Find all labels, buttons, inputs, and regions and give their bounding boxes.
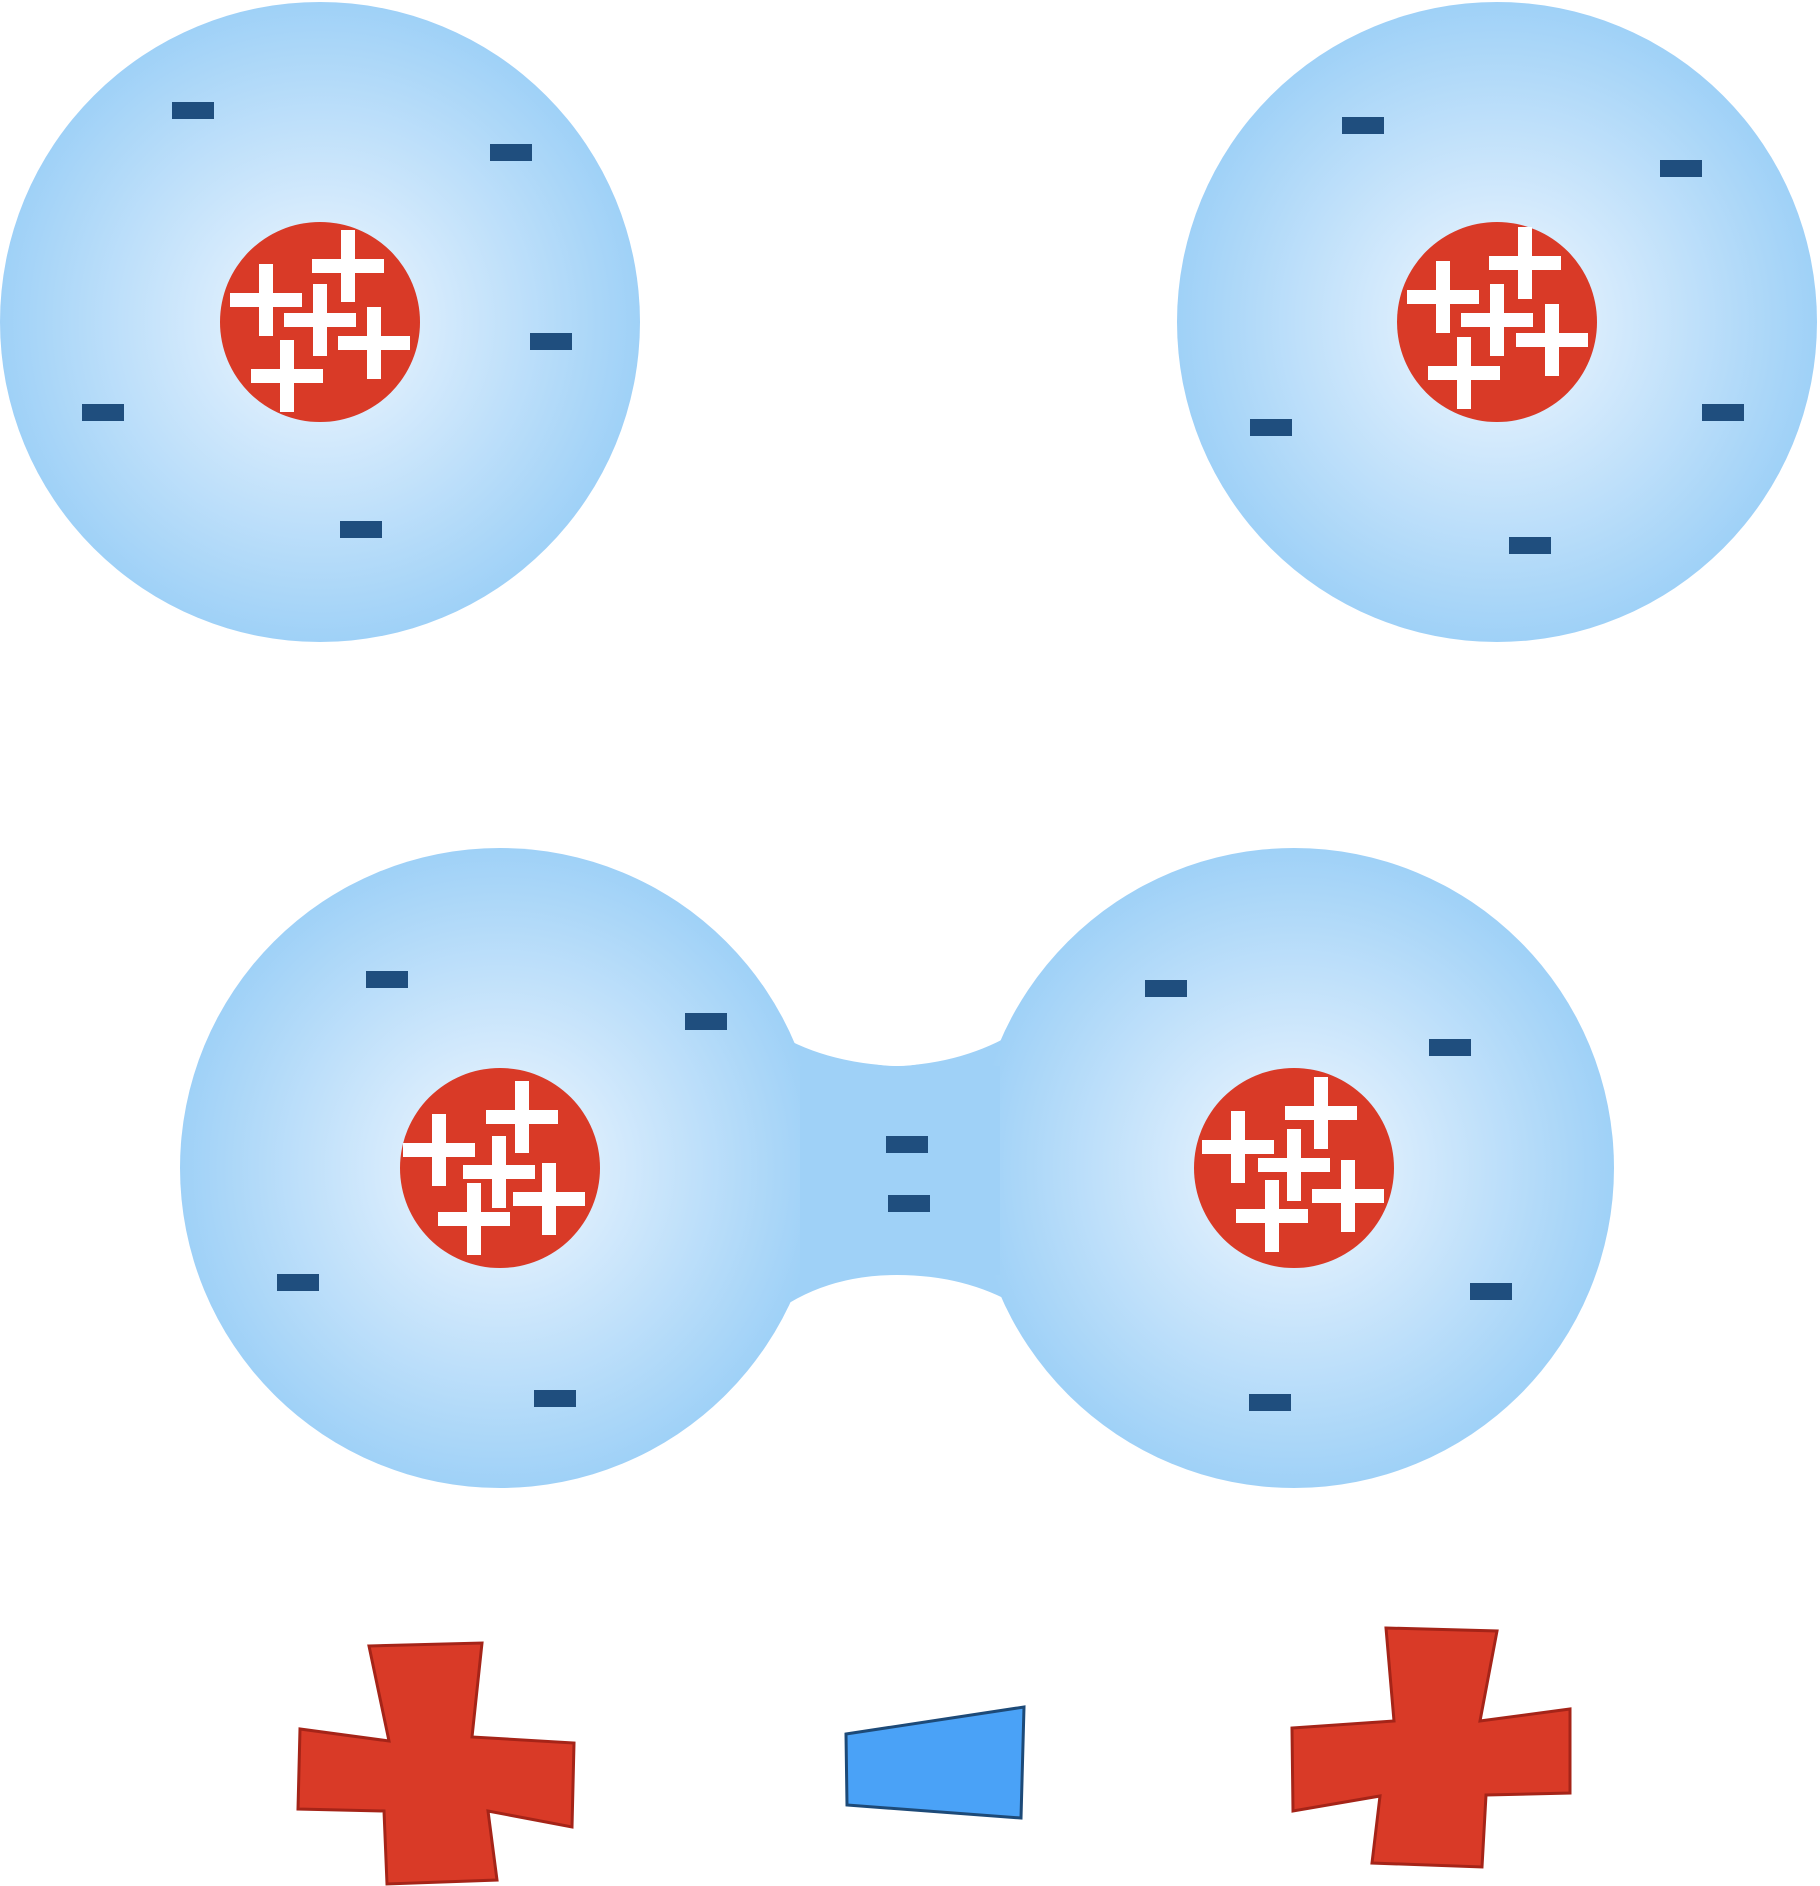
electron-minus xyxy=(490,144,532,161)
protons xyxy=(230,230,410,412)
electrons-left xyxy=(277,971,727,1407)
proton-plus xyxy=(1516,304,1588,376)
electron-minus xyxy=(172,102,214,119)
proton-plus xyxy=(1258,1129,1330,1201)
electron-minus xyxy=(1509,537,1551,554)
proton-plus xyxy=(338,307,410,379)
shared-electron-minus xyxy=(886,1136,928,1153)
plus-icon xyxy=(1290,1626,1572,1869)
molecule xyxy=(180,798,1614,1544)
proton-plus xyxy=(1461,284,1533,356)
nucleus-left xyxy=(400,1068,600,1268)
electron-minus xyxy=(1470,1283,1512,1300)
neck-fill xyxy=(800,1066,1000,1275)
atom-top-left xyxy=(0,2,640,642)
electron-minus xyxy=(1660,160,1702,177)
proton-plus xyxy=(230,264,302,336)
proton-plus xyxy=(463,1136,535,1208)
electron-minus xyxy=(685,1013,727,1030)
proton-plus xyxy=(403,1114,475,1186)
neck-cutout-top xyxy=(763,798,1031,1066)
atom-top-right xyxy=(1177,2,1817,642)
proton-plus xyxy=(284,284,356,356)
protons xyxy=(403,1081,585,1255)
electron-minus xyxy=(1429,1039,1471,1056)
proton-plus xyxy=(438,1183,510,1255)
shared-electrons xyxy=(886,1136,930,1212)
electron-minus xyxy=(366,971,408,988)
electron-minus xyxy=(1702,404,1744,421)
proton-plus xyxy=(486,1081,558,1153)
electron-minus xyxy=(1342,117,1384,134)
electron-minus xyxy=(277,1274,319,1291)
shared-electron-minus xyxy=(888,1195,930,1212)
electrons xyxy=(1250,117,1744,554)
electron-minus xyxy=(340,521,382,538)
electrons xyxy=(82,102,572,538)
proton-plus xyxy=(1489,227,1561,299)
proton-plus xyxy=(251,340,323,412)
electron-minus xyxy=(530,333,572,350)
protons xyxy=(1407,227,1588,409)
proton-plus xyxy=(312,230,384,302)
proton-plus xyxy=(1236,1180,1308,1252)
neck-cutout-bottom xyxy=(763,1276,1031,1544)
proton-plus xyxy=(1407,261,1479,333)
nucleus xyxy=(1397,222,1597,422)
minus-icon xyxy=(844,1705,1026,1820)
electron-minus xyxy=(1145,980,1187,997)
proton-plus xyxy=(1428,337,1500,409)
protons xyxy=(1202,1077,1384,1252)
proton-plus xyxy=(1285,1077,1357,1149)
electrons-right xyxy=(1145,980,1512,1411)
legend xyxy=(296,1626,1572,1886)
proton-plus xyxy=(1312,1160,1384,1232)
plus-icon xyxy=(296,1641,576,1886)
proton-plus xyxy=(513,1163,585,1235)
proton-plus xyxy=(1202,1111,1274,1183)
electron-minus xyxy=(534,1390,576,1407)
electron-minus xyxy=(1250,419,1292,436)
nucleus xyxy=(220,222,420,422)
electron-minus xyxy=(82,404,124,421)
electron-minus xyxy=(1249,1394,1291,1411)
nucleus-right xyxy=(1194,1068,1394,1268)
